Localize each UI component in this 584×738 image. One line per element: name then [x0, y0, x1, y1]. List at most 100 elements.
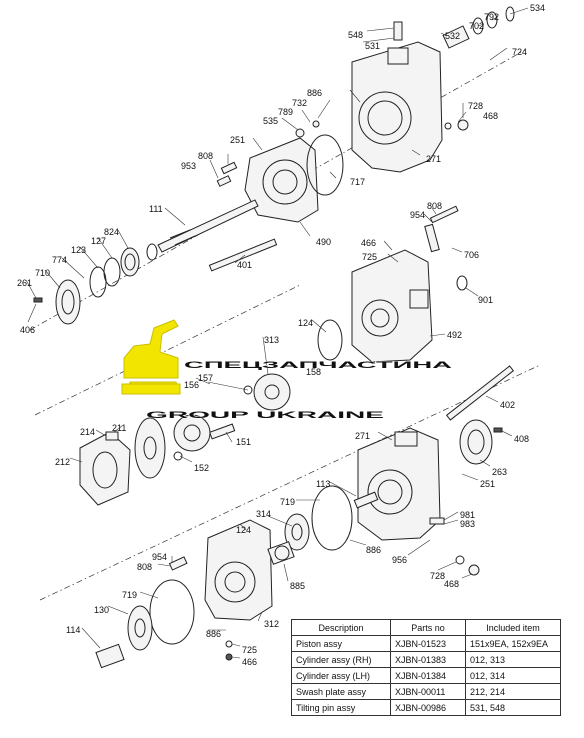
table-cell: Tilting pin assy [291, 699, 391, 716]
callout-label-468: 468 [483, 111, 498, 121]
table-cell: Cylinder assy (LH) [291, 667, 391, 684]
table-cell: 531, 548 [465, 699, 561, 716]
table-cell: 151x9EA, 152x9EA [465, 635, 561, 652]
callout-label-732: 732 [292, 98, 307, 108]
callout-label-886: 886 [366, 545, 381, 555]
callout-label-113: 113 [316, 479, 330, 489]
callout-label-548: 548 [348, 30, 363, 40]
table-cell: 012, 313 [465, 651, 561, 668]
callout-label-808: 808 [137, 562, 152, 572]
callout-label-492: 492 [447, 330, 462, 340]
flange-part-251 [244, 137, 319, 223]
shaft-part-111 [157, 199, 259, 253]
callout-label-114: 114 [66, 625, 80, 635]
callout-label-886: 886 [206, 629, 221, 639]
callout-label-824: 824 [104, 227, 119, 237]
table-cell: 212, 214 [465, 683, 561, 700]
table-row: Cylinder assy (RH) XJBN-01383 012, 313 [291, 651, 561, 668]
column-header-parts-no: Parts no [390, 619, 466, 636]
callout-label-954: 954 [410, 210, 425, 220]
callout-label-710: 710 [35, 268, 50, 278]
callout-label-211: 211 [112, 423, 126, 433]
callout-label-156: 156 [184, 380, 199, 390]
callout-label-157: 157 [198, 373, 213, 383]
callout-label-130: 130 [94, 605, 109, 615]
table-cell: Cylinder assy (RH) [291, 651, 391, 668]
column-header-description: Description [291, 619, 391, 636]
callout-label-124: 124 [298, 318, 313, 328]
column-header-included-item: Included item [465, 619, 561, 636]
callout-label-706: 706 [464, 250, 479, 260]
callout-label-719: 719 [280, 497, 295, 507]
callout-label-111: 111 [149, 204, 163, 214]
callout-label-953: 953 [181, 161, 196, 171]
callout-label-468: 468 [444, 579, 459, 589]
callout-label-532: 532 [445, 31, 460, 41]
table-cell: XJBN-01384 [390, 667, 466, 684]
table-cell: XJBN-00011 [390, 683, 466, 700]
callout-label-719: 719 [122, 590, 137, 600]
callout-label-271: 271 [426, 154, 441, 164]
watermark-line-2: GROUP UKRAINE [146, 410, 384, 420]
callout-label-535: 535 [263, 116, 278, 126]
callout-label-886: 886 [307, 88, 322, 98]
callout-label-263: 263 [492, 467, 507, 477]
callout-label-724: 724 [512, 47, 527, 57]
callout-label-954: 954 [152, 552, 167, 562]
watermark-line-1: СПЕЦЗАПЧАСТИНА [184, 360, 454, 370]
callout-label-408: 408 [514, 434, 529, 444]
callout-label-774: 774 [52, 255, 67, 265]
callout-labels: 5347927025485315327248867327895357284682… [17, 3, 545, 667]
parts-table: Description Parts no Included item Pisto… [291, 619, 561, 716]
table-cell: Swash plate assy [291, 683, 391, 700]
callout-label-789: 789 [278, 107, 293, 117]
callout-label-401: 401 [237, 260, 252, 270]
table-cell: 012, 314 [465, 667, 561, 684]
callout-label-728: 728 [468, 101, 483, 111]
callout-label-728: 728 [430, 571, 445, 581]
callout-label-402: 402 [500, 400, 515, 410]
callout-label-983: 983 [460, 519, 475, 529]
callout-label-261: 261 [17, 278, 32, 288]
table-cell: XJBN-01383 [390, 651, 466, 668]
callout-label-901: 901 [478, 295, 493, 305]
table-cell: XJBN-01523 [390, 635, 466, 652]
callout-label-490: 490 [316, 237, 331, 247]
section-middle-parts [79, 319, 515, 576]
callout-label-212: 212 [55, 457, 70, 467]
callout-label-702: 702 [469, 21, 484, 31]
callout-label-956: 956 [392, 555, 407, 565]
callout-label-314: 314 [256, 509, 271, 519]
callout-label-466: 466 [361, 238, 376, 248]
leader-lines [25, 7, 529, 659]
section-top-parts [33, 6, 515, 363]
callout-label-534: 534 [530, 3, 545, 13]
swash-plate-part-212 [79, 431, 131, 506]
callout-label-808: 808 [198, 151, 213, 161]
callout-label-152: 152 [194, 463, 209, 473]
table-row: Piston assy XJBN-01523 151x9EA, 152x9EA [291, 635, 561, 652]
callout-label-158: 158 [306, 367, 321, 377]
callout-label-466: 466 [242, 657, 257, 667]
callout-label-531: 531 [365, 41, 380, 51]
callout-label-251: 251 [480, 479, 495, 489]
section-bottom-parts [95, 519, 295, 669]
callout-label-885: 885 [290, 581, 305, 591]
housing-part-271 [351, 41, 443, 173]
table-row: Tilting pin assy XJBN-00986 531, 548 [291, 699, 561, 716]
callout-label-251: 251 [230, 135, 245, 145]
callout-label-214: 214 [80, 427, 95, 437]
callout-label-792: 792 [484, 12, 499, 22]
callout-label-717: 717 [350, 177, 365, 187]
table-row: Swash plate assy XJBN-00011 212, 214 [291, 683, 561, 700]
watermark-logo [121, 319, 181, 395]
excavator-logo-icon [123, 319, 179, 391]
table-row: Cylinder assy (LH) XJBN-01384 012, 314 [291, 667, 561, 684]
callout-label-725: 725 [362, 252, 377, 262]
callout-label-406: 406 [20, 325, 35, 335]
table-cell: Piston assy [291, 635, 391, 652]
callout-label-124: 124 [236, 525, 251, 535]
callout-label-725: 725 [242, 645, 257, 655]
callout-label-123: 123 [71, 245, 86, 255]
